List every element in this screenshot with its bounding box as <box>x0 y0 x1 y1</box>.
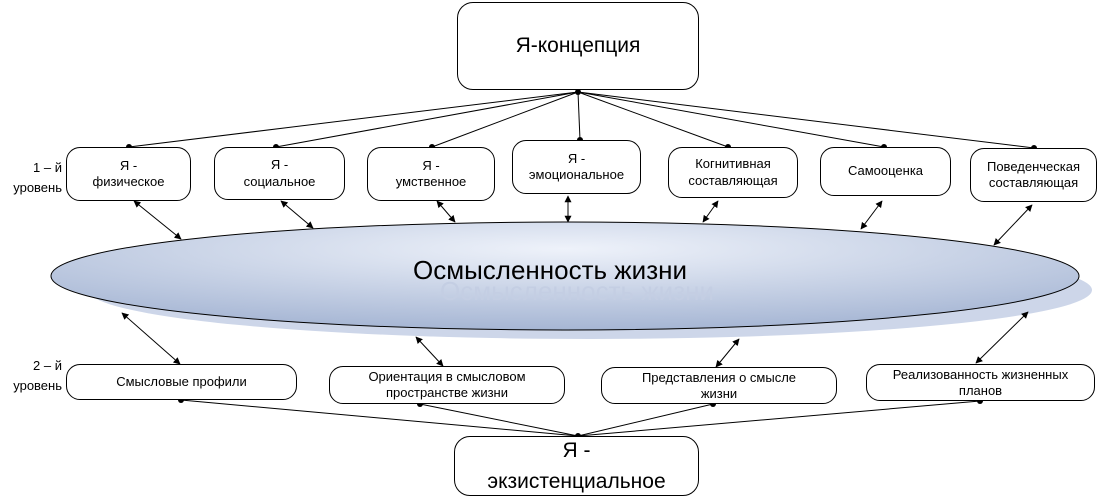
arrow-l1-1 <box>280 200 314 229</box>
connector-top-4 <box>577 91 729 148</box>
arrow-l1-4 <box>702 200 719 223</box>
arrow-l1-0 <box>133 200 182 240</box>
arrow-l1-5 <box>860 200 883 230</box>
connector-top-3 <box>577 91 581 141</box>
level1-node-physical: Я - физическое <box>66 147 191 201</box>
level-1-label: 1 – й уровень <box>13 160 62 196</box>
junction-dot-top <box>575 89 581 95</box>
level2-node-life-plans: Реализованность жизненных планов <box>866 364 1095 401</box>
level1-node-mental: Я - умственное <box>367 147 495 201</box>
level2-node-life-meaning-ideas: Представления о смысле жизни <box>601 367 837 404</box>
level2-node-meaning-profiles: Смысловые профили <box>66 364 297 400</box>
center-label: Осмысленность жизни <box>413 255 687 285</box>
level1-node-social: Я - социальное <box>214 147 345 200</box>
connector-top-1 <box>275 91 579 148</box>
level1-node-cognitive: Когнитивная составляющая <box>668 147 798 198</box>
top-node-self-concept: Я-концепция <box>457 2 699 90</box>
arrow-l2-0 <box>121 312 181 365</box>
center-label-shadow: Осмысленность жизни <box>440 276 714 306</box>
level1-node-self-esteem: Самооценка <box>820 147 951 196</box>
level1-node-emotional: Я - эмоциональное <box>512 140 641 194</box>
connector-top-6 <box>577 91 1035 149</box>
connector-top-2 <box>431 91 579 148</box>
arrow-l2-2 <box>715 338 740 368</box>
arrow-l2-1 <box>415 336 444 367</box>
connector-bottom-3 <box>577 400 981 437</box>
arrow-l2-3 <box>975 311 1029 364</box>
level-2-label: 2 – й уровень <box>13 358 62 394</box>
connector-bottom-2 <box>577 403 714 437</box>
arrow-l1-6 <box>993 204 1033 246</box>
level2-node-orientation: Ориентация в смысловом пространстве жизн… <box>329 366 565 404</box>
level1-node-behavioral: Поведенческая составляющая <box>970 148 1097 202</box>
bottom-node-existential: Я - экзистенциальное <box>454 436 699 496</box>
connector-top-0 <box>128 91 579 148</box>
connector-bottom-1 <box>419 403 579 437</box>
connector-top-5 <box>577 91 885 148</box>
connector-bottom-0 <box>180 399 579 437</box>
arrow-l1-2 <box>436 200 456 223</box>
